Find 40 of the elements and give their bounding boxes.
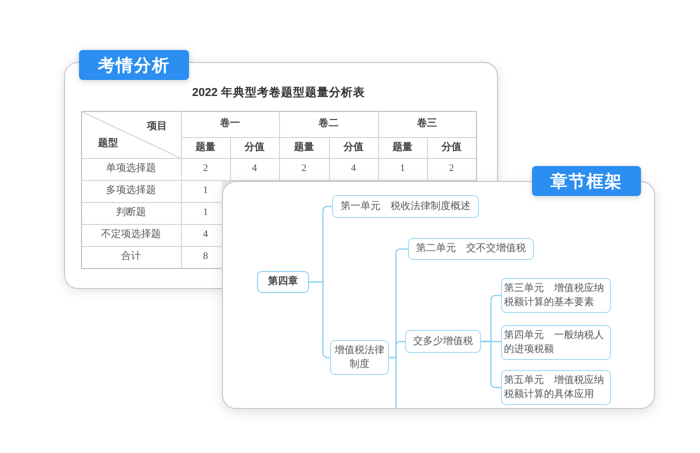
table-value: 4 [252, 163, 257, 175]
column-header: 题量 [196, 142, 216, 154]
connector-line [309, 281, 330, 358]
topic-node: 第五单元 增值税应纳税额计算的具体应用 [501, 370, 611, 405]
table-value: 8 [203, 251, 208, 263]
topic-node: 第二单元 交不交增值税 [408, 238, 534, 260]
section-tab: 考情分析 [79, 50, 189, 80]
column-header: 分值 [344, 142, 364, 154]
topic-node: 增值税法律制度 [330, 340, 389, 375]
row-label: 不定项选择题 [101, 229, 161, 241]
row-label: 单项选择题 [106, 163, 156, 175]
table-value: 1 [203, 185, 208, 197]
row-label: 合计 [121, 251, 141, 263]
table-value: 2 [302, 163, 306, 175]
topic-node: 第四单元 一般纳税人的进项税额 [501, 325, 611, 360]
table-value: 4 [203, 229, 208, 241]
table-value: 2 [203, 163, 208, 175]
topic-node: 第一单元 税收法律制度概述 [332, 195, 479, 218]
column-header: 卷二 [318, 118, 338, 130]
table-value: 2 [449, 163, 454, 175]
table-value: 4 [351, 163, 356, 175]
row-label: 多项选择题 [106, 185, 156, 197]
root-topic: 第四章 [257, 271, 309, 293]
column-header: 卷三 [417, 118, 437, 130]
row-header: 题型 [98, 138, 118, 150]
row-label: 判断题 [116, 207, 146, 219]
section-tab: 章节框架 [532, 166, 641, 196]
column-header: 题量 [294, 142, 314, 154]
column-header: 分值 [244, 142, 264, 154]
connector-line [481, 340, 501, 388]
column-header: 卷一 [220, 118, 240, 130]
column-header: 项目 [147, 121, 167, 133]
table-value: 1 [400, 163, 405, 175]
table-value: 1 [203, 207, 208, 219]
topic-node: 第三单元 增值税应纳税额计算的基本要素 [501, 278, 611, 313]
table-title: 2022 年典型考卷题型题量分析表 [192, 86, 365, 100]
column-header: 题量 [392, 142, 412, 154]
topic-node: 交多少增值税 [405, 330, 481, 353]
column-header: 分值 [442, 142, 462, 154]
connector-line [389, 340, 405, 358]
